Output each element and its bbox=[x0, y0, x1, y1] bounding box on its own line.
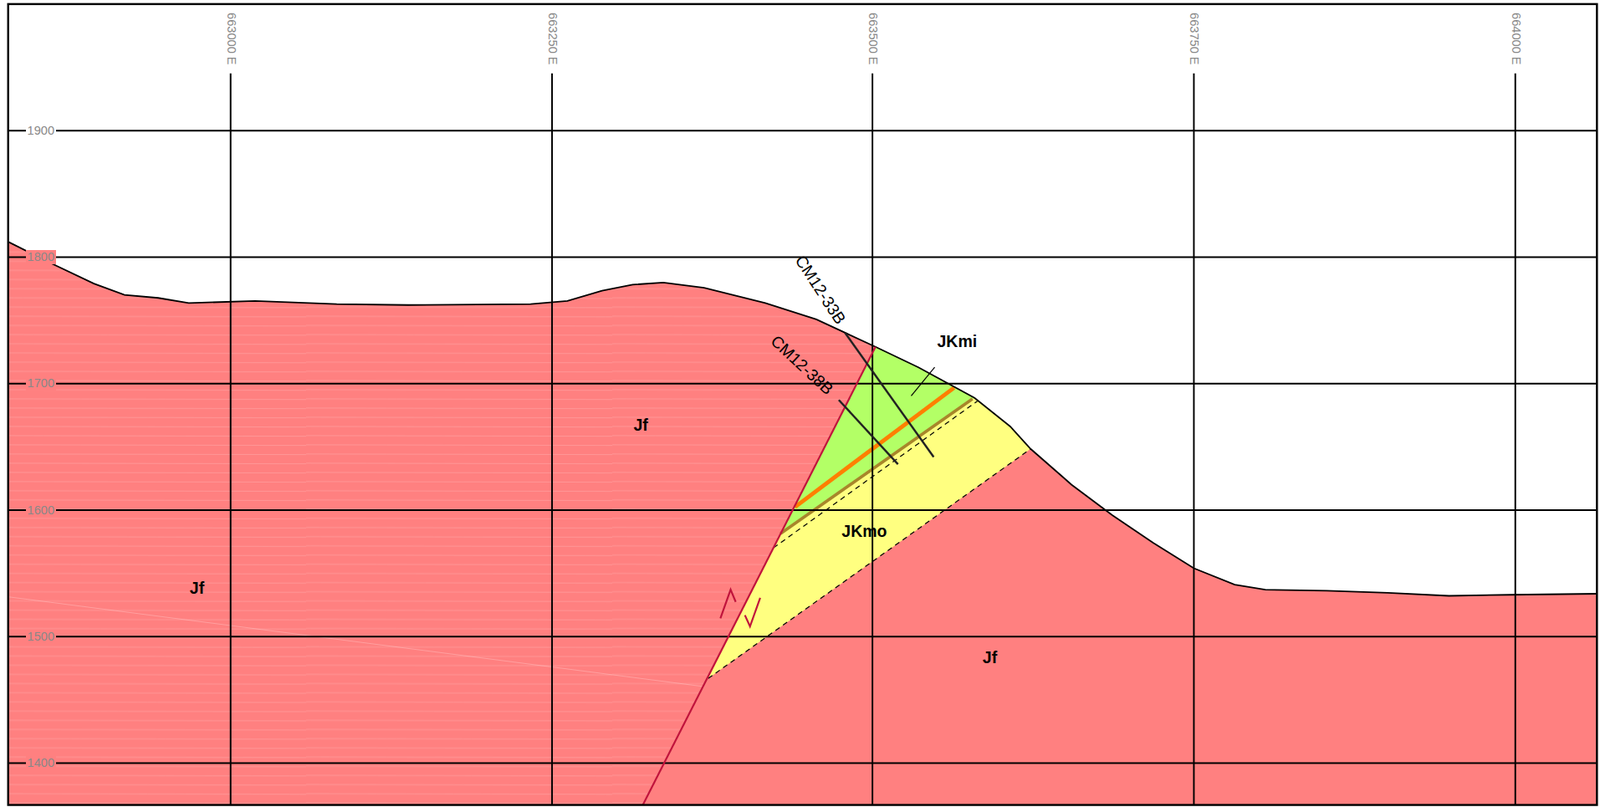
marker-horizon bbox=[780, 398, 972, 534]
elevation-label: 1400 bbox=[25, 756, 57, 771]
contact-dashed bbox=[773, 400, 978, 548]
elevation-label: 1500 bbox=[25, 629, 57, 645]
unit-label: Jf bbox=[982, 649, 997, 667]
leader-line bbox=[910, 367, 935, 396]
drill-hole bbox=[844, 332, 934, 458]
fault bbox=[643, 347, 876, 806]
drill-hole bbox=[838, 399, 899, 465]
easting-label: 663000 E bbox=[223, 10, 238, 67]
topography bbox=[8, 241, 1598, 596]
easting-label: 663250 E bbox=[545, 10, 560, 67]
elevation-label: 1600 bbox=[25, 503, 57, 518]
ore-horizon bbox=[794, 388, 954, 508]
fault-arrow bbox=[720, 589, 736, 619]
jf-unit bbox=[8, 241, 1598, 805]
unit-label: JKmo bbox=[841, 523, 887, 541]
texture-line bbox=[8, 597, 705, 687]
unit-label: Jf bbox=[189, 580, 205, 598]
contact-dashed bbox=[708, 449, 1032, 679]
unit-label: JKmi bbox=[937, 333, 978, 351]
easting-label: 663500 E bbox=[865, 10, 880, 67]
rock-texture bbox=[8, 241, 876, 805]
grid bbox=[8, 73, 1598, 806]
elevation-label: 1700 bbox=[25, 376, 57, 391]
elevation-label: 1800 bbox=[25, 250, 57, 265]
easting-label: 664000 E bbox=[1507, 10, 1523, 67]
frame bbox=[8, 4, 1598, 806]
elevation-label: 1900 bbox=[25, 123, 57, 139]
easting-label: 663750 E bbox=[1186, 10, 1202, 67]
unit-label: Jf bbox=[633, 417, 649, 435]
fault-arrow bbox=[745, 598, 761, 627]
